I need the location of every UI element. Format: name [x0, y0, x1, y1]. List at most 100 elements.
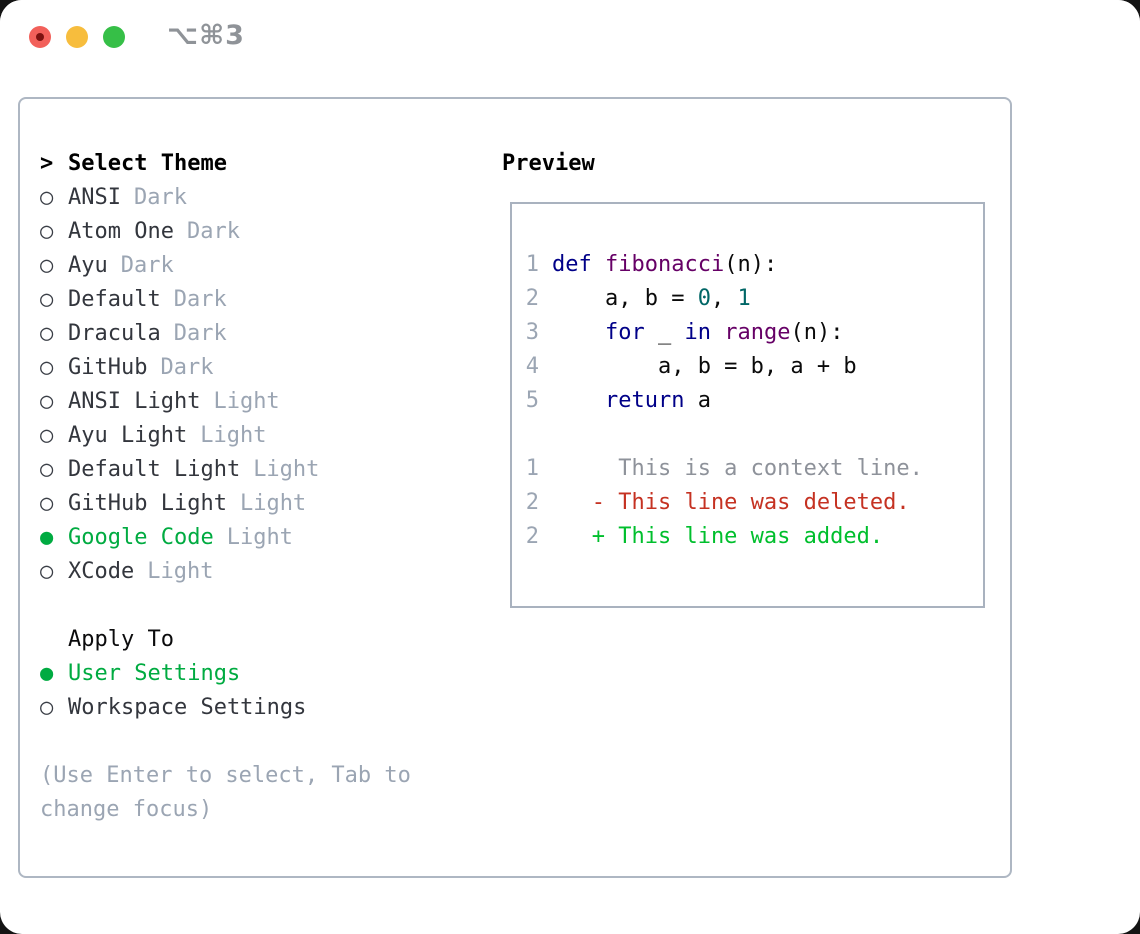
code-text: for _ in range(n): [552, 316, 843, 350]
selected-radio-icon: ● [40, 661, 54, 686]
apply-to-section: Apply To ● User Settings ○ Workspace Settin… [40, 623, 424, 725]
theme-variant-badge: Dark [186, 219, 240, 244]
theme-option-ayu[interactable]: ○ Ayu Dark [40, 249, 424, 283]
theme-option-ayu-light[interactable]: ○ Ayu Light Light [40, 419, 424, 453]
preview-title: Preview [502, 151, 595, 176]
radio-icon: ○ [40, 389, 54, 414]
code-line: 2 - This line was deleted. [524, 486, 983, 520]
window-shortcut-label: ⌥⌘3 [167, 20, 245, 51]
line-number: 5 [525, 388, 539, 413]
token-kwd: in [684, 320, 711, 345]
code-line: 4 a, b = b, a + b [524, 350, 983, 384]
line-number: 2 [525, 286, 539, 311]
theme-variant-badge: Dark [133, 185, 187, 210]
token-pln: (n): [724, 252, 778, 277]
picker-title: Select Theme [68, 151, 227, 176]
token-kwd: def [552, 252, 592, 277]
token-pln [711, 320, 724, 345]
token-pln [552, 320, 605, 345]
code-line: 2 a, b = 0, 1 [524, 282, 983, 316]
line-number: 3 [525, 320, 539, 345]
theme-variant-badge: Dark [120, 253, 174, 278]
code-text: This is a context line. [552, 452, 923, 486]
help-text: (Use Enter to select, Tab to change focu… [40, 763, 411, 822]
theme-variant-badge: Dark [160, 355, 214, 380]
zoom-button[interactable] [103, 26, 125, 48]
theme-name: GitHub [68, 355, 148, 380]
token-pln: _ [644, 320, 685, 345]
theme-variant-badge: Light [226, 525, 293, 550]
token-pln: a, b = [552, 286, 698, 311]
code-text [552, 418, 565, 452]
token-pln: (n): [790, 320, 844, 345]
token-pln [552, 388, 605, 413]
line-number: 4 [525, 354, 539, 379]
apply-option-user-settings[interactable]: ● User Settings [40, 657, 424, 691]
radio-icon: ○ [40, 423, 54, 448]
minimize-button[interactable] [66, 26, 88, 48]
selected-radio-icon: ● [40, 525, 54, 550]
theme-variant-badge: Light [200, 423, 267, 448]
line-number [524, 418, 539, 452]
theme-variant-badge: Light [213, 389, 280, 414]
token-pln: a [684, 388, 711, 413]
token-kwd: return [604, 388, 685, 413]
token-typ: fibonacci [605, 252, 725, 277]
theme-variant-badge: Light [239, 491, 307, 516]
token-typ: range [724, 320, 791, 345]
theme-name: Atom One [68, 219, 174, 244]
theme-name: Ayu [68, 253, 108, 278]
code-line: 5 return a [524, 384, 983, 418]
picker-title-row: > Select Theme [40, 147, 424, 181]
theme-variant-badge: Light [253, 457, 320, 482]
radio-icon: ○ [40, 695, 54, 720]
theme-name: Dracula [68, 321, 161, 346]
code-text: a, b = 0, 1 [552, 282, 751, 316]
radio-icon: ○ [40, 491, 54, 516]
token-pln: a, b = b, a + b [552, 354, 857, 379]
radio-icon: ○ [40, 321, 54, 346]
theme-option-ansi-light[interactable]: ○ ANSI Light Light [40, 385, 424, 419]
token-ctx: This is a context line. [552, 456, 923, 481]
theme-name: XCode [68, 559, 135, 584]
code-line [524, 418, 983, 452]
apply-option-label: Workspace Settings [68, 695, 307, 720]
code-text: return a [552, 384, 711, 418]
recording-dot-icon [36, 33, 44, 41]
apply-to-title: Apply To [68, 627, 174, 652]
theme-name: Default [68, 287, 161, 312]
radio-icon: ○ [40, 287, 54, 312]
radio-icon: ○ [40, 253, 54, 278]
apply-option-label: User Settings [68, 661, 241, 686]
token-del: - This line was deleted. [552, 490, 910, 515]
theme-name: Ayu Light [68, 423, 188, 448]
line-number: 2 [525, 490, 539, 515]
close-button[interactable] [29, 26, 51, 48]
theme-option-default[interactable]: ○ Default Dark [40, 283, 424, 317]
theme-name: Default Light [68, 457, 241, 482]
token-pln [592, 252, 605, 277]
code-text: - This line was deleted. [552, 486, 910, 520]
code-text: def fibonacci(n): [552, 248, 777, 282]
apply-option-workspace-settings[interactable]: ○ Workspace Settings [40, 691, 424, 725]
line-number: 1 [525, 456, 539, 481]
theme-name: ANSI Light [68, 389, 201, 414]
apply-to-options: ● User Settings ○ Workspace Settings [40, 657, 424, 725]
code-text: a, b = b, a + b [552, 350, 857, 384]
token-kwd: for [604, 320, 645, 345]
theme-variant-badge: Dark [173, 287, 227, 312]
